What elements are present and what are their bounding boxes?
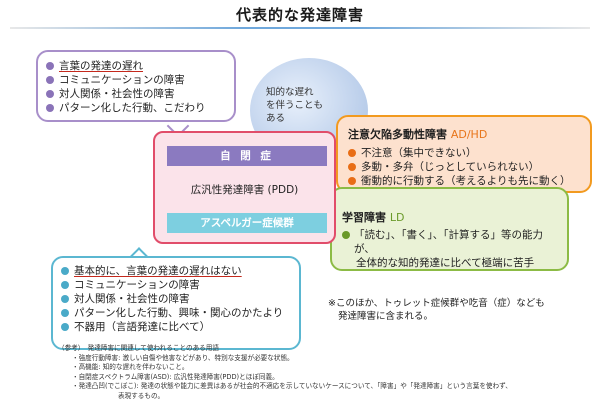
adhd-trait: 不注意（集中できない） <box>348 146 580 160</box>
autism-trait: 言葉の発達の遅れ <box>46 59 226 73</box>
bullet-dot-icon <box>61 309 69 317</box>
autism-trait: コミュニケーションの障害 <box>46 73 226 87</box>
reference-line: ・強度行動障害: 激しい自傷や他害などがあり、特別な支援が必要な状態。 <box>72 353 294 362</box>
asperger-trait: 対人関係・社会性の障害 <box>61 292 291 306</box>
reference-notes: （参考） 発達障害に関連して使われることのある用語 ・強度行動障害: 激しい自傷… <box>58 344 598 401</box>
bullet-dot-icon <box>46 76 54 84</box>
adhd-box: 注意欠陥多動性障害 AD/HD 不注意（集中できない） 多動・多弁（じっとしてい… <box>336 115 592 193</box>
bullet-dot-icon <box>46 62 54 70</box>
bullet-dot-icon <box>348 163 356 171</box>
autism-callout: 言葉の発達の遅れ コミュニケーションの障害 対人関係・社会性の障害 パターン化し… <box>36 50 236 122</box>
bullet-dot-icon <box>46 104 54 112</box>
reference-header: （参考） 発達障害に関連して使われることのある用語 <box>58 344 219 352</box>
autism-label: 自 閉 症 <box>167 146 327 166</box>
asperger-label: アスペルガー症候群 <box>167 213 327 233</box>
other-disorders-note: ※このほか、トゥレット症候群や吃音（症）なども 発達障害に含まれる。 <box>328 298 545 322</box>
asperger-trait: コミュニケーションの障害 <box>61 278 291 292</box>
ld-description: 「読む」、「書く」、「計算する」等の能力が、 全体的な知的発達に比べて極端に苦手 <box>342 228 557 270</box>
bullet-dot-icon <box>61 323 69 331</box>
reference-line-continuation: 表現するもの。 <box>118 391 165 400</box>
asperger-trait: パターン化した行動、興味・関心のかたより <box>61 306 291 320</box>
autism-trait: 対人関係・社会性の障害 <box>46 87 226 101</box>
bullet-dot-icon <box>61 267 69 275</box>
ld-title: 学習障害 LD <box>342 211 405 224</box>
bullet-dot-icon <box>348 177 356 185</box>
adhd-trait: 衝動的に行動する（考えるよりも先に動く） <box>348 174 580 188</box>
ld-box: 学習障害 LD 「読む」、「書く」、「計算する」等の能力が、 全体的な知的発達に… <box>330 187 569 271</box>
reference-line: ・高機能: 知的な遅れを伴わないこと。 <box>72 363 189 371</box>
reference-line: ・発達凸凹(でこぼこ): 発達の状態や能力に差異はあるが社会的不適応を示していな… <box>72 382 512 390</box>
reference-line: ・自閉症スペクトラム障害(ASD): 広汎性発達障害(PDD)とほぼ同義。 <box>72 372 279 381</box>
asperger-trait: 基本的に、言葉の発達の遅れはない <box>61 264 291 278</box>
bullet-dot-icon <box>61 295 69 303</box>
bullet-dot-icon <box>342 231 350 239</box>
intellectual-delay-note: 知的な遅れ を伴うことも ある <box>266 87 324 124</box>
adhd-title: 注意欠陥多動性障害 AD/HD <box>348 128 488 141</box>
page-title: 代表的な発達障害 <box>235 6 364 24</box>
asperger-trait: 不器用（言語発達に比べて） <box>61 320 291 334</box>
pdd-label: 広汎性発達障害 (PDD) <box>190 184 299 196</box>
bullet-dot-icon <box>348 149 356 157</box>
bullet-dot-icon <box>61 281 69 289</box>
asperger-callout: 基本的に、言葉の発達の遅れはない コミュニケーションの障害 対人関係・社会性の障… <box>51 256 301 350</box>
bullet-dot-icon <box>46 90 54 98</box>
title-divider <box>10 27 590 29</box>
autism-trait: パターン化した行動、こだわり <box>46 101 226 115</box>
adhd-trait: 多動・多弁（じっとしていられない） <box>348 160 580 174</box>
